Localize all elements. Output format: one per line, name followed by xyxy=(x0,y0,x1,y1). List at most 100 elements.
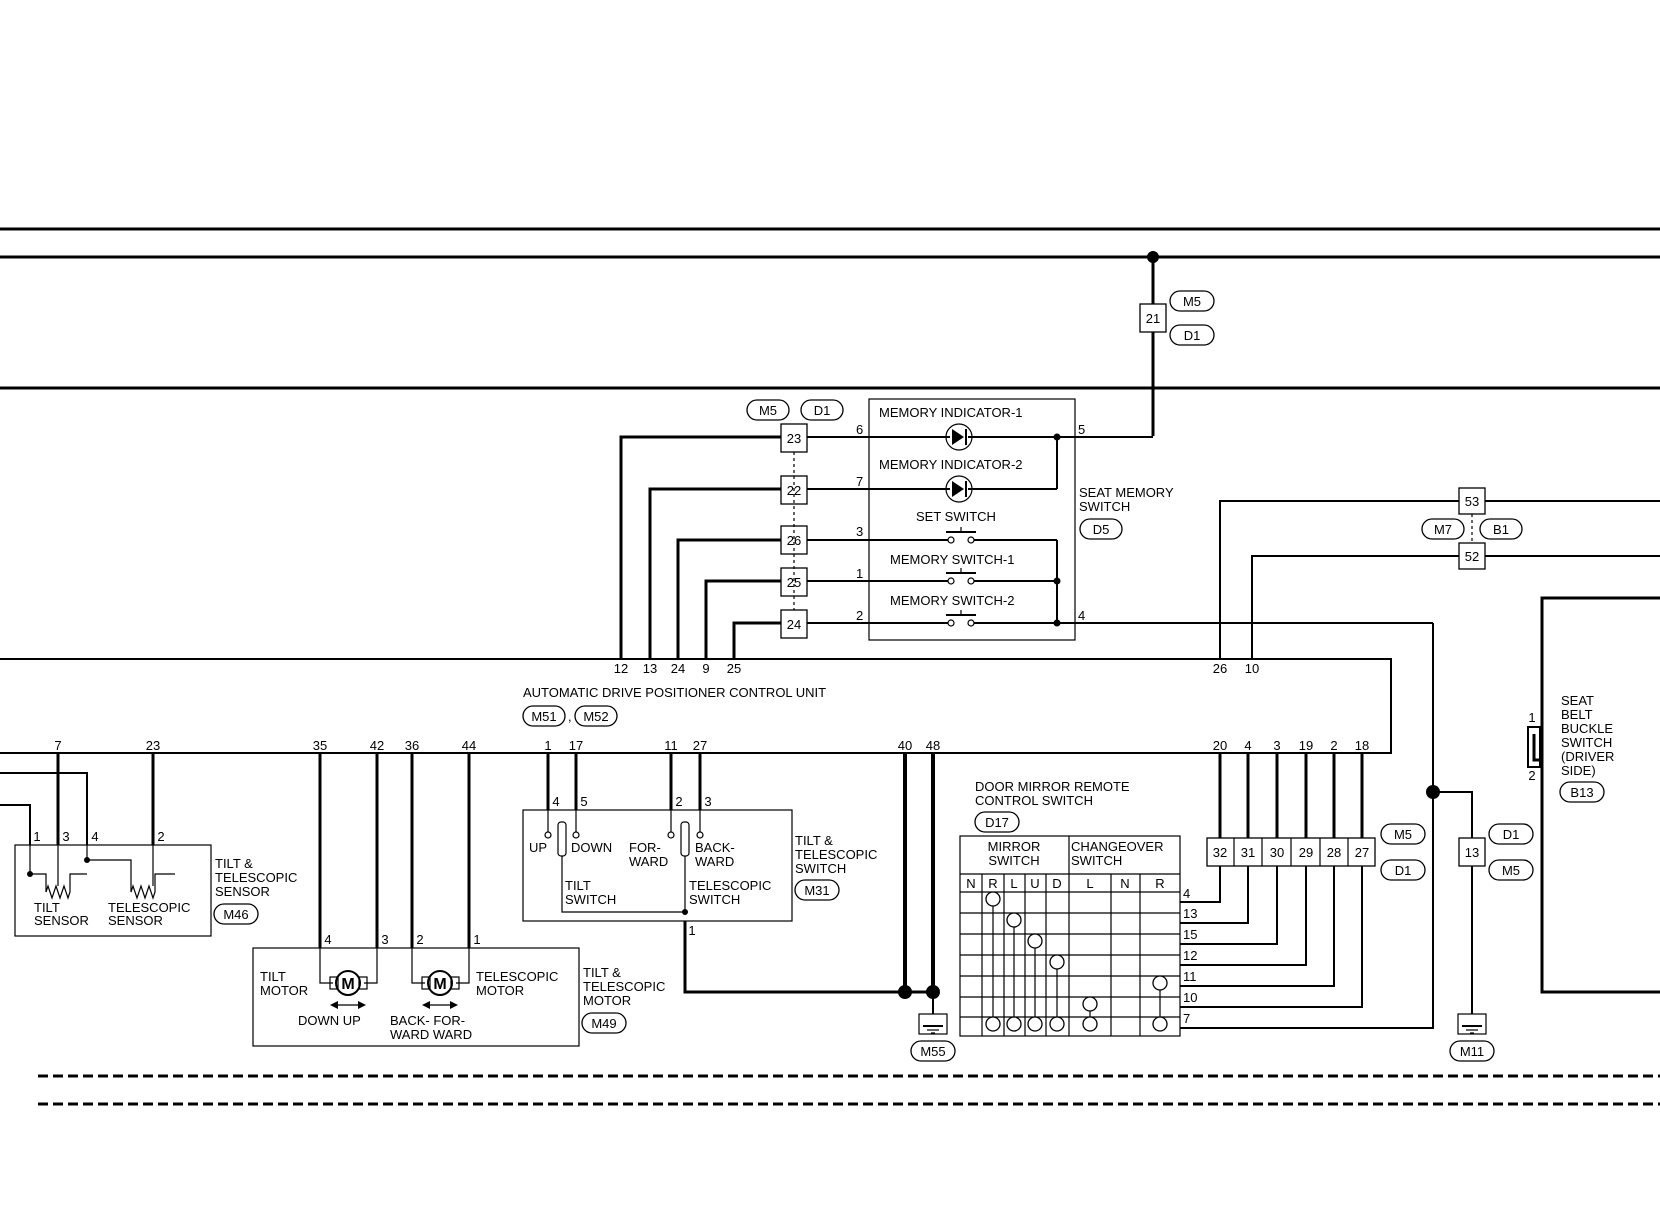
svg-text:30: 30 xyxy=(1270,845,1284,860)
svg-text:M5: M5 xyxy=(1394,827,1412,842)
svg-text:M49: M49 xyxy=(591,1016,616,1031)
svg-text:9: 9 xyxy=(702,661,709,676)
svg-text:5: 5 xyxy=(580,794,587,809)
connector-badge xyxy=(522,705,566,727)
svg-text:31: 31 xyxy=(1241,845,1255,860)
connector-badge xyxy=(1169,324,1215,346)
svg-text:SET SWITCH: SET SWITCH xyxy=(916,509,996,524)
svg-text:BACK- FOR-: BACK- FOR- xyxy=(390,1013,465,1028)
svg-text:2: 2 xyxy=(416,932,423,947)
svg-text:2: 2 xyxy=(1528,768,1535,783)
double-arrow-icon xyxy=(422,1001,458,1009)
svg-text:MEMORY SWITCH-2: MEMORY SWITCH-2 xyxy=(890,593,1014,608)
svg-text:MEMORY SWITCH-1: MEMORY SWITCH-1 xyxy=(890,552,1014,567)
svg-text:MEMORY INDICATOR-2: MEMORY INDICATOR-2 xyxy=(879,457,1023,472)
svg-text:23: 23 xyxy=(146,738,160,753)
svg-text:SWITCH: SWITCH xyxy=(1071,853,1122,868)
svg-text:TILT &: TILT & xyxy=(583,965,621,980)
svg-text:B13: B13 xyxy=(1570,785,1593,800)
svg-text:TELESCOPIC: TELESCOPIC xyxy=(689,878,771,893)
svg-text:25: 25 xyxy=(787,575,801,590)
svg-text:MOTOR: MOTOR xyxy=(260,983,308,998)
svg-text:L: L xyxy=(1010,876,1017,891)
seat-memory-switch: M5 D1 MEMORY INDICATOR-1 MEMORY INDICATO… xyxy=(746,398,1433,641)
tilt-telescopic-sensor: 1 3 4 2 TILT SENSOR TELESCOPIC SENSOR TI… xyxy=(0,753,297,937)
connector-badge xyxy=(1421,518,1465,540)
svg-text:24: 24 xyxy=(671,661,685,676)
push-switch-icon xyxy=(946,610,976,627)
svg-text:TILT: TILT xyxy=(565,878,591,893)
svg-text:D5: D5 xyxy=(1093,522,1110,537)
motor-icon: M xyxy=(329,970,368,996)
svg-text:SWITCH: SWITCH xyxy=(795,861,846,876)
connector-badge xyxy=(910,1040,956,1062)
svg-text:17: 17 xyxy=(569,738,583,753)
svg-text:M7: M7 xyxy=(1434,522,1452,537)
svg-text:DOWN UP: DOWN UP xyxy=(298,1013,361,1028)
svg-text:6: 6 xyxy=(856,422,863,437)
svg-text:1: 1 xyxy=(688,923,695,938)
top-buses xyxy=(0,227,1660,1106)
connector-badge xyxy=(1449,1040,1495,1062)
svg-text:26: 26 xyxy=(1213,661,1227,676)
svg-text:M55: M55 xyxy=(920,1044,945,1059)
svg-text:M51: M51 xyxy=(531,709,556,724)
svg-text:L: L xyxy=(1086,876,1093,891)
svg-text:1: 1 xyxy=(33,829,40,844)
svg-text:SEAT MEMORY: SEAT MEMORY xyxy=(1079,485,1174,500)
svg-text:24: 24 xyxy=(787,617,801,632)
control-unit: AUTOMATIC DRIVE POSITIONER CONTROL UNIT … xyxy=(0,658,1392,754)
svg-text:4: 4 xyxy=(324,932,331,947)
svg-text:53: 53 xyxy=(1465,494,1479,509)
svg-text:WARD: WARD xyxy=(629,854,668,869)
svg-text:TELESCOPIC: TELESCOPIC xyxy=(476,969,558,984)
svg-text:MEMORY INDICATOR-1: MEMORY INDICATOR-1 xyxy=(879,405,1023,420)
svg-text:29: 29 xyxy=(1299,845,1313,860)
svg-text:R: R xyxy=(988,876,997,891)
svg-text:4: 4 xyxy=(91,829,98,844)
svg-text:3: 3 xyxy=(1273,738,1280,753)
svg-text:DOWN: DOWN xyxy=(571,840,612,855)
svg-text:M11: M11 xyxy=(1460,1044,1484,1059)
svg-text:N: N xyxy=(1120,876,1129,891)
connector-badge xyxy=(574,705,618,727)
svg-text:SWITCH: SWITCH xyxy=(689,892,740,907)
svg-text:MOTOR: MOTOR xyxy=(476,983,524,998)
svg-text:N: N xyxy=(966,876,975,891)
door-mirror-switch: DOOR MIRROR REMOTE CONTROL SWITCH D17 MI… xyxy=(959,779,1197,1037)
svg-text:48: 48 xyxy=(926,738,940,753)
svg-text:M5: M5 xyxy=(1183,294,1201,309)
svg-text:SIDE): SIDE) xyxy=(1561,763,1596,778)
pin-label: 21 xyxy=(1146,311,1160,326)
mirror-connectors: 32 31 30 29 28 27 M5 D1 xyxy=(1180,623,1440,1029)
svg-text:25: 25 xyxy=(727,661,741,676)
svg-text:19: 19 xyxy=(1299,738,1313,753)
pin-53-52-group: 53 52 M7 B1 xyxy=(1219,487,1660,659)
connector-badge xyxy=(581,1012,627,1034)
svg-text:32: 32 xyxy=(1213,845,1227,860)
svg-text:3: 3 xyxy=(381,932,388,947)
connector-badge xyxy=(1488,859,1534,881)
svg-text:1: 1 xyxy=(1528,710,1535,725)
svg-text:SWITCH: SWITCH xyxy=(988,853,1039,868)
svg-text:27: 27 xyxy=(1355,845,1369,860)
svg-text:D1: D1 xyxy=(1184,328,1201,343)
connector-badge xyxy=(213,903,259,925)
svg-text:7: 7 xyxy=(54,738,61,753)
double-arrow-icon xyxy=(330,1001,366,1009)
svg-text:2: 2 xyxy=(1330,738,1337,753)
svg-text:3: 3 xyxy=(704,794,711,809)
svg-text:TELESCOPIC: TELESCOPIC xyxy=(583,979,665,994)
seat-belt-buckle-switch: 1 2 SEAT BELT BUCKLE SWITCH (DRIVER SIDE… xyxy=(1527,596,1660,994)
svg-text:42: 42 xyxy=(370,738,384,753)
svg-text:TELESCOPIC: TELESCOPIC xyxy=(215,870,297,885)
svg-text:WARD: WARD xyxy=(695,854,734,869)
svg-text:M31: M31 xyxy=(804,883,829,898)
svg-text:28: 28 xyxy=(1327,845,1341,860)
svg-text:52: 52 xyxy=(1465,549,1479,564)
svg-text:7: 7 xyxy=(1183,1011,1190,1026)
svg-text:R: R xyxy=(1155,876,1164,891)
ground-m11: 13 D1 M5 M11 xyxy=(1433,791,1534,1062)
svg-text:SENSOR: SENSOR xyxy=(34,913,89,928)
